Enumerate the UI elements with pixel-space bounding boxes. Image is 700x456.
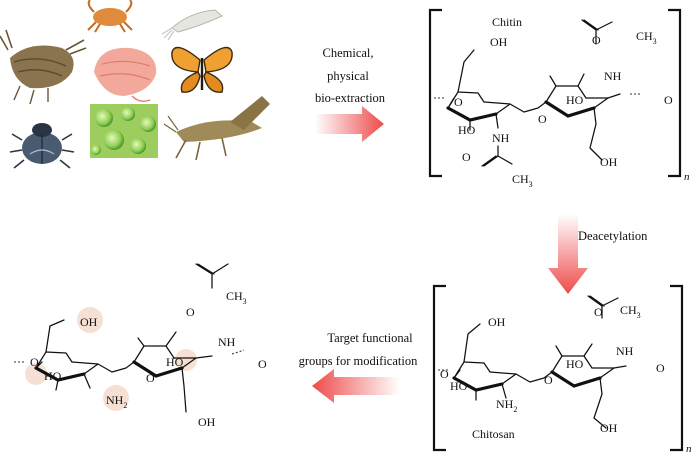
chitosan-ho-left: HO xyxy=(450,379,468,393)
extraction-label-line2: physical xyxy=(327,69,369,83)
modified-ch3: CH3 xyxy=(226,289,247,306)
chitin-oh-top: OH xyxy=(490,35,508,49)
chitosan-o-end-right: O xyxy=(656,361,665,375)
shrimp-icon xyxy=(94,47,157,103)
extraction-arrow xyxy=(315,106,384,142)
chitin-o-acetyl-right: O xyxy=(592,33,601,47)
modified-o-end-right: O xyxy=(258,357,267,371)
modified-o-bridge: O xyxy=(146,371,155,385)
chitosan-right-bracket xyxy=(670,284,684,452)
chitosan-ch3: CH3 xyxy=(620,303,641,320)
chitin-o-bridge: O xyxy=(538,112,547,126)
chitosan-rings xyxy=(438,295,627,429)
chitosan-repeat-subscript: n xyxy=(686,443,692,455)
chitin-oh-bottom: OH xyxy=(600,155,618,169)
chitin-o-acetyl: O xyxy=(462,150,471,164)
butterfly-icon xyxy=(171,46,233,93)
grasshopper-icon xyxy=(163,96,270,161)
chitin-right-bracket xyxy=(668,8,682,178)
chitosan-nh2: NH2 xyxy=(496,397,517,414)
deacetylation-arrow xyxy=(548,214,588,294)
chitosan-left-bracket xyxy=(432,284,446,452)
chitosan-ho-right: HO xyxy=(566,357,584,371)
chitin-ho-left: HO xyxy=(458,123,476,137)
chitin-nh-right: NH xyxy=(604,69,622,83)
algae-cells-icon xyxy=(90,104,158,158)
chitosan-o-acetyl: O xyxy=(594,305,603,319)
chitin-o-end-right: O xyxy=(664,93,673,107)
chitosan-o-end-left: O xyxy=(440,367,449,381)
modification-label-line2: groups for modification xyxy=(299,354,418,368)
chitosan-structure: Chitosan n O OH HO NH2 O HO O CH3 NH OH … xyxy=(432,284,692,455)
modified-oh-bottom: OH xyxy=(198,415,216,429)
modification-target-structure: O OH HO NH2 O HO O CH3 NH OH O xyxy=(14,263,267,429)
chitin-ch3: CH3 xyxy=(636,29,657,46)
modification-label-line1: Target functional xyxy=(327,331,413,345)
modification-arrow xyxy=(312,369,400,403)
chitin-ho-right: HO xyxy=(566,93,584,107)
extraction-label-line1: Chemical, xyxy=(322,46,373,60)
chitin-o-end-left: O xyxy=(454,95,463,109)
chitin-left-bracket xyxy=(428,8,442,178)
beetle-icon xyxy=(9,123,75,169)
chitin-nh-left: NH xyxy=(492,131,510,145)
modified-ho-left: HO xyxy=(44,369,62,383)
chitin-structure: Chitin n O OH HO NH O CH3 O HO O CH3 xyxy=(428,8,690,189)
modified-ho-right: HO xyxy=(166,355,184,369)
chitin-name: Chitin xyxy=(492,15,522,29)
modified-rings xyxy=(14,263,245,413)
chitin-ch3-bottom: CH3 xyxy=(512,172,533,189)
squid-icon xyxy=(161,9,223,41)
chitin-sources xyxy=(0,0,270,169)
deacetylation-label: Deacetylation xyxy=(578,229,648,243)
modified-o-acetyl: O xyxy=(186,305,195,319)
crab-icon xyxy=(87,0,133,33)
target-group-highlights xyxy=(25,307,197,411)
chitosan-oh-bottom: OH xyxy=(600,421,618,435)
modified-nh-right: NH xyxy=(218,335,236,349)
chitosan-oh-top: OH xyxy=(488,315,506,329)
chitosan-name: Chitosan xyxy=(472,427,515,441)
modified-oh-top: OH xyxy=(80,315,98,329)
modified-o-end-left: O xyxy=(30,355,39,369)
lobster-icon xyxy=(0,29,87,105)
chitin-rings xyxy=(434,19,640,167)
chitosan-nh-right: NH xyxy=(616,344,634,358)
modified-nh2: NH2 xyxy=(106,393,127,410)
chitosan-o-bridge: O xyxy=(544,373,553,387)
extraction-label-line3: bio-extraction xyxy=(315,91,386,105)
chitin-repeat-subscript: n xyxy=(684,171,690,183)
